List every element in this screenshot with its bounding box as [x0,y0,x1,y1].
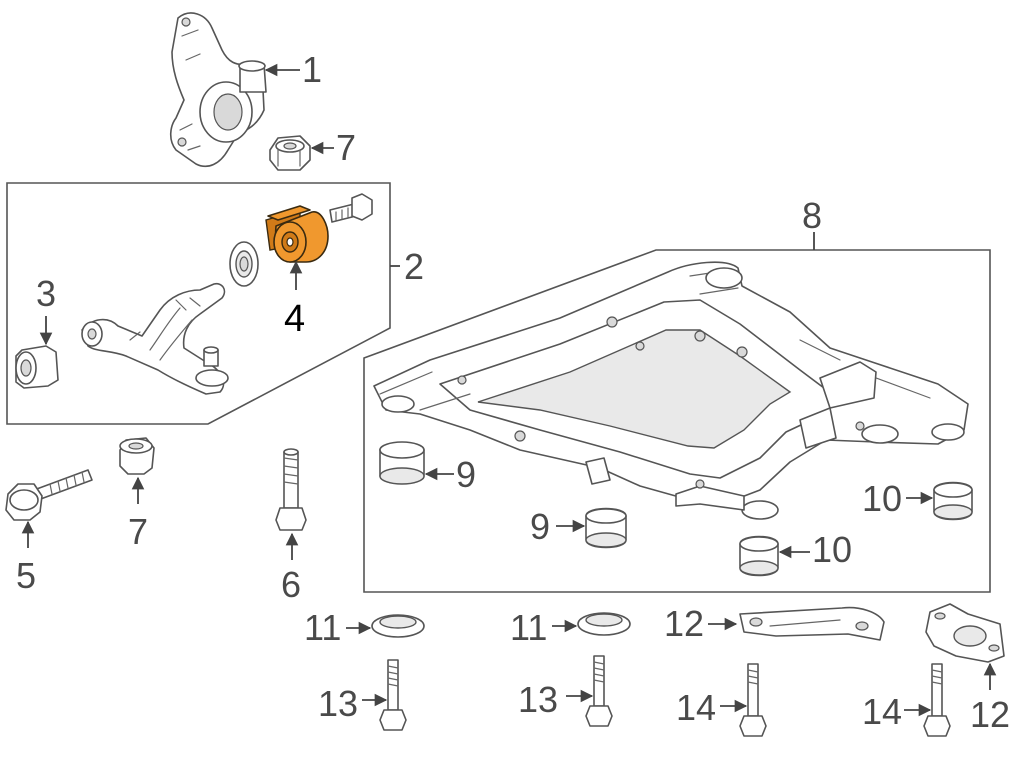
nut-part-7[interactable] [119,437,155,475]
bolt-part-13b[interactable] [585,655,613,727]
washer-part-11a[interactable] [371,614,425,638]
part-label-13a: 13 [318,683,358,724]
bolt-part-6[interactable] [275,448,307,531]
washer-ring[interactable] [229,241,259,287]
part-label-6: 6 [281,564,301,605]
group-box-2 [6,182,391,425]
steering-knuckle[interactable] [169,12,267,168]
part-label-9b: 9 [530,506,550,547]
front-crossmember-frame[interactable] [373,261,969,520]
washer-part-11b[interactable] [577,612,631,636]
brace-part-12a[interactable] [739,606,885,641]
bolt-part-13a[interactable] [379,659,407,731]
mount-bushing-9a[interactable] [379,441,425,485]
bolt-part-14a[interactable] [739,663,767,737]
part-label-13b: 13 [518,679,558,720]
part-label-1: 1 [302,49,322,90]
part-label-3: 3 [36,273,56,314]
bracket-part-12b[interactable] [925,603,1005,663]
bolt-part-14b[interactable] [923,663,951,737]
part-label-7b: 7 [128,511,148,552]
part-label-2: 2 [404,246,424,287]
part-label-11b: 11 [510,607,547,648]
part-label-5: 5 [16,555,36,596]
mount-bushing-10a[interactable] [933,481,973,521]
part-label-10a: 10 [862,478,902,519]
bolt-part-5[interactable] [5,469,93,521]
flange-nut-top[interactable] [269,135,311,171]
mount-bushing-10b[interactable] [739,535,779,577]
part-label-12a: 12 [664,603,704,644]
part-label-7a: 7 [336,127,356,168]
part-label-11a: 11 [304,607,341,648]
part-label-10b: 10 [812,529,852,570]
part-label-8: 8 [802,195,822,236]
part-label-14a: 14 [676,687,716,728]
mount-bushing-9b[interactable] [585,507,627,549]
bushing-bolt[interactable] [329,193,373,223]
lower-control-arm[interactable] [81,282,229,395]
part-label-9a: 9 [456,454,476,495]
part-label-14b: 14 [862,691,902,732]
highlighted-bushing-part-4[interactable] [265,205,329,263]
part-label-4: 4 [284,298,305,340]
group-box-8 [363,249,991,593]
bushing-part-3[interactable] [15,345,59,389]
part-label-12b: 12 [970,694,1010,735]
